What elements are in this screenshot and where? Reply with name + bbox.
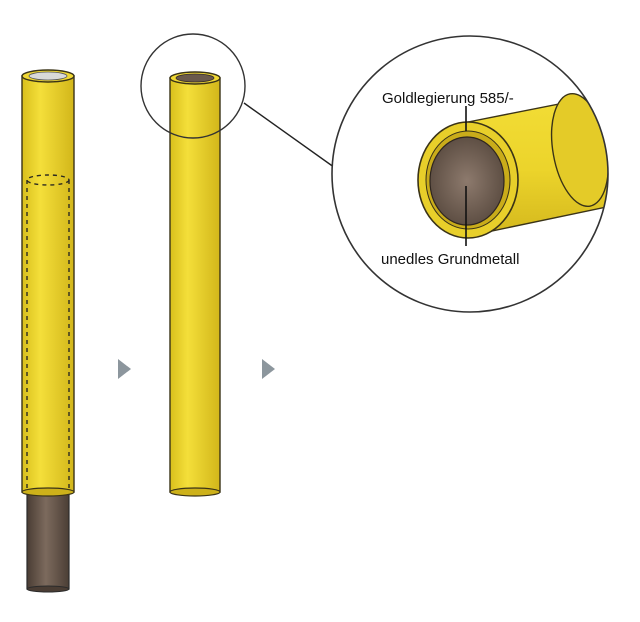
zoom-circle-outline [331,35,609,313]
zoom-core-face [429,136,505,226]
middle-rod [169,71,221,497]
step-arrow-2-icon [262,359,275,379]
magnifier-small-circle [140,33,246,139]
step-arrow-1-icon [118,359,131,379]
left-tube-bore [28,71,68,81]
magnifier-connector-line [243,102,346,176]
left-gold-bottom-edge [21,487,75,497]
middle-rod-core-face [175,73,215,83]
zoom-detail: Goldlegierung 585/- unedles Grundmetall [331,35,609,313]
left-core-bottom-edge [26,585,70,593]
middle-gold-tube [169,77,221,493]
left-gold-tube [21,75,75,493]
middle-rod-bottom-edge [169,487,221,497]
left-core-exposed [26,491,70,590]
label-base-metal: unedles Grundmetall [381,251,519,268]
label-gold-alloy: Goldlegierung 585/- [382,90,514,107]
left-hidden-core-outline [26,174,70,490]
left-rod [21,69,75,593]
